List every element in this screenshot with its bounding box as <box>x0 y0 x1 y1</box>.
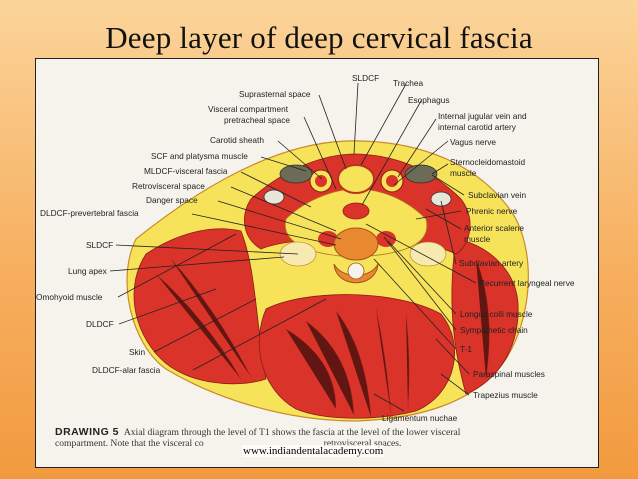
label-internal-jugular-1: Internal jugular vein and <box>438 111 527 121</box>
label-scm-1: Sternocleidomastoid <box>450 157 526 167</box>
watermark: www.indiandentalacademy.com <box>242 445 385 457</box>
spinal-canal <box>347 262 365 280</box>
label-lung-apex: Lung apex <box>68 266 108 276</box>
caption-text-1: Axial diagram through the level of T1 sh… <box>123 427 461 438</box>
label-carotid-sheath: Carotid sheath <box>210 135 264 145</box>
label-dldcf-prevertebral: DLDCF-prevertebral fascia <box>40 208 139 218</box>
label-suprasternal-space: Suprasternal space <box>239 89 311 99</box>
caption-text-2a: compartment. Note that the visceral co <box>55 438 204 449</box>
caption-line-1: DRAWING 5 Axial diagram through the leve… <box>55 426 575 439</box>
label-danger-space: Danger space <box>146 195 198 205</box>
neck-axial-diagram: SLDCF Trachea Suprasternal space Esophag… <box>36 73 575 423</box>
label-recurrent-laryngeal: Recurrent laryngeal nerve <box>479 278 575 288</box>
left-subclavian-artery <box>263 189 285 205</box>
left-subclavian-vein <box>279 164 313 184</box>
leader-lines <box>109 82 477 412</box>
label-esophagus: Esophagus <box>408 95 450 105</box>
label-trachea: Trachea <box>393 78 424 88</box>
label-mldcf-visceral: MLDCF-visceral fascia <box>144 166 228 176</box>
label-dldcf-alar: DLDCF-alar fascia <box>92 365 161 375</box>
right-lung-apex <box>409 241 447 267</box>
label-paraspinal: Paraspinal muscles <box>473 369 545 379</box>
label-scm-2: muscle <box>450 168 477 178</box>
label-t1: T-1 <box>460 344 472 354</box>
right-carotid-artery <box>386 175 398 187</box>
label-dldcf-left: DLDCF <box>86 319 114 329</box>
t1-vertebral-arch <box>333 263 379 284</box>
label-subclavian-artery: Subclavian artery <box>459 258 524 268</box>
figure-caption: DRAWING 5 Axial diagram through the leve… <box>55 426 575 450</box>
label-vagus-nerve: Vagus nerve <box>450 137 496 147</box>
left-shoulder-muscle <box>133 228 267 385</box>
esophagus <box>342 202 370 220</box>
left-longus-colli <box>318 231 338 247</box>
label-anterior-scalene-2: muscle <box>464 234 491 244</box>
label-skin: Skin <box>129 347 146 357</box>
label-sympathetic-chain: Sympathetic chain <box>460 325 528 335</box>
label-anterior-scalene-1: Anterior scalene <box>464 223 524 233</box>
t1-vertebral-body <box>333 227 379 261</box>
label-subclavian-vein: Subclavian vein <box>468 190 527 200</box>
right-subclavian-artery <box>430 191 452 207</box>
label-retrovisceral-space: Retrovisceral space <box>132 181 205 191</box>
caption-text-2b: retrovisceral spaces. <box>323 438 402 449</box>
label-sldcf-left: SLDCF <box>86 240 113 250</box>
figure-panel: SLDCF Trachea Suprasternal space Esophag… <box>35 58 599 468</box>
slide-title: Deep layer of deep cervical fascia <box>105 20 533 55</box>
label-trapezius: Trapezius muscle <box>473 390 538 400</box>
label-scf-platysma: SCF and platysma muscle <box>151 151 248 161</box>
label-ligamentum-nuchae: Ligamentum nuchae <box>382 413 458 423</box>
label-sldcf-top: SLDCF <box>352 73 379 83</box>
label-omohyoid: Omohyoid muscle <box>36 292 103 302</box>
left-carotid-artery <box>315 175 327 187</box>
label-phrenic-nerve: Phrenic nerve <box>466 206 518 216</box>
trachea <box>337 164 375 194</box>
label-visceral-compartment-1: Visceral compartment <box>208 104 289 114</box>
label-visceral-compartment-2: pretracheal space <box>224 115 290 125</box>
caption-line-2: compartment. Note that the visceral co re… <box>55 438 575 449</box>
label-longus-colli: Longus colli muscle <box>460 309 533 319</box>
caption-heading: DRAWING 5 <box>55 426 120 438</box>
label-internal-jugular-2: internal carotid artery <box>438 122 517 132</box>
